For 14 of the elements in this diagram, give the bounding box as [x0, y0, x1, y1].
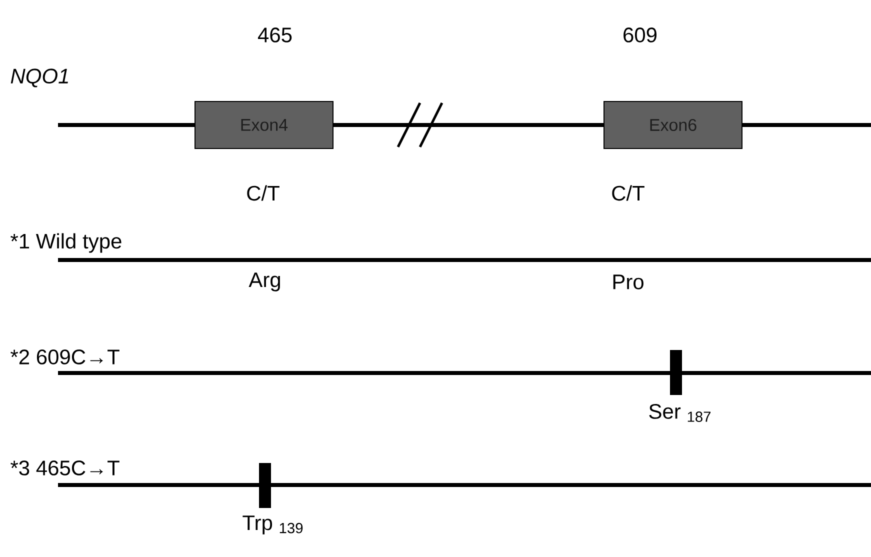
amino-acid-label: Ser $_{187}$ [649, 404, 711, 422]
amino-acid-label: Pro [613, 274, 644, 290]
position-number: 609 [624, 28, 657, 42]
allele-label: *1 Wild type [10, 233, 122, 253]
genotype-label: C/T [247, 185, 280, 201]
gene-name: NQO1 [10, 68, 68, 88]
allele-label: *3 465C→T [10, 460, 120, 476]
exon-box: Exon6 [604, 101, 742, 149]
position-number: 465 [258, 28, 292, 42]
genotype-label: C/T [612, 185, 644, 201]
exon-box: Exon4 [194, 101, 334, 149]
amino-acid-label: Arg [248, 272, 280, 292]
allele-label: *2 609C→T [10, 350, 120, 364]
amino-acid-label: Trp $_{139}$ [242, 516, 303, 534]
